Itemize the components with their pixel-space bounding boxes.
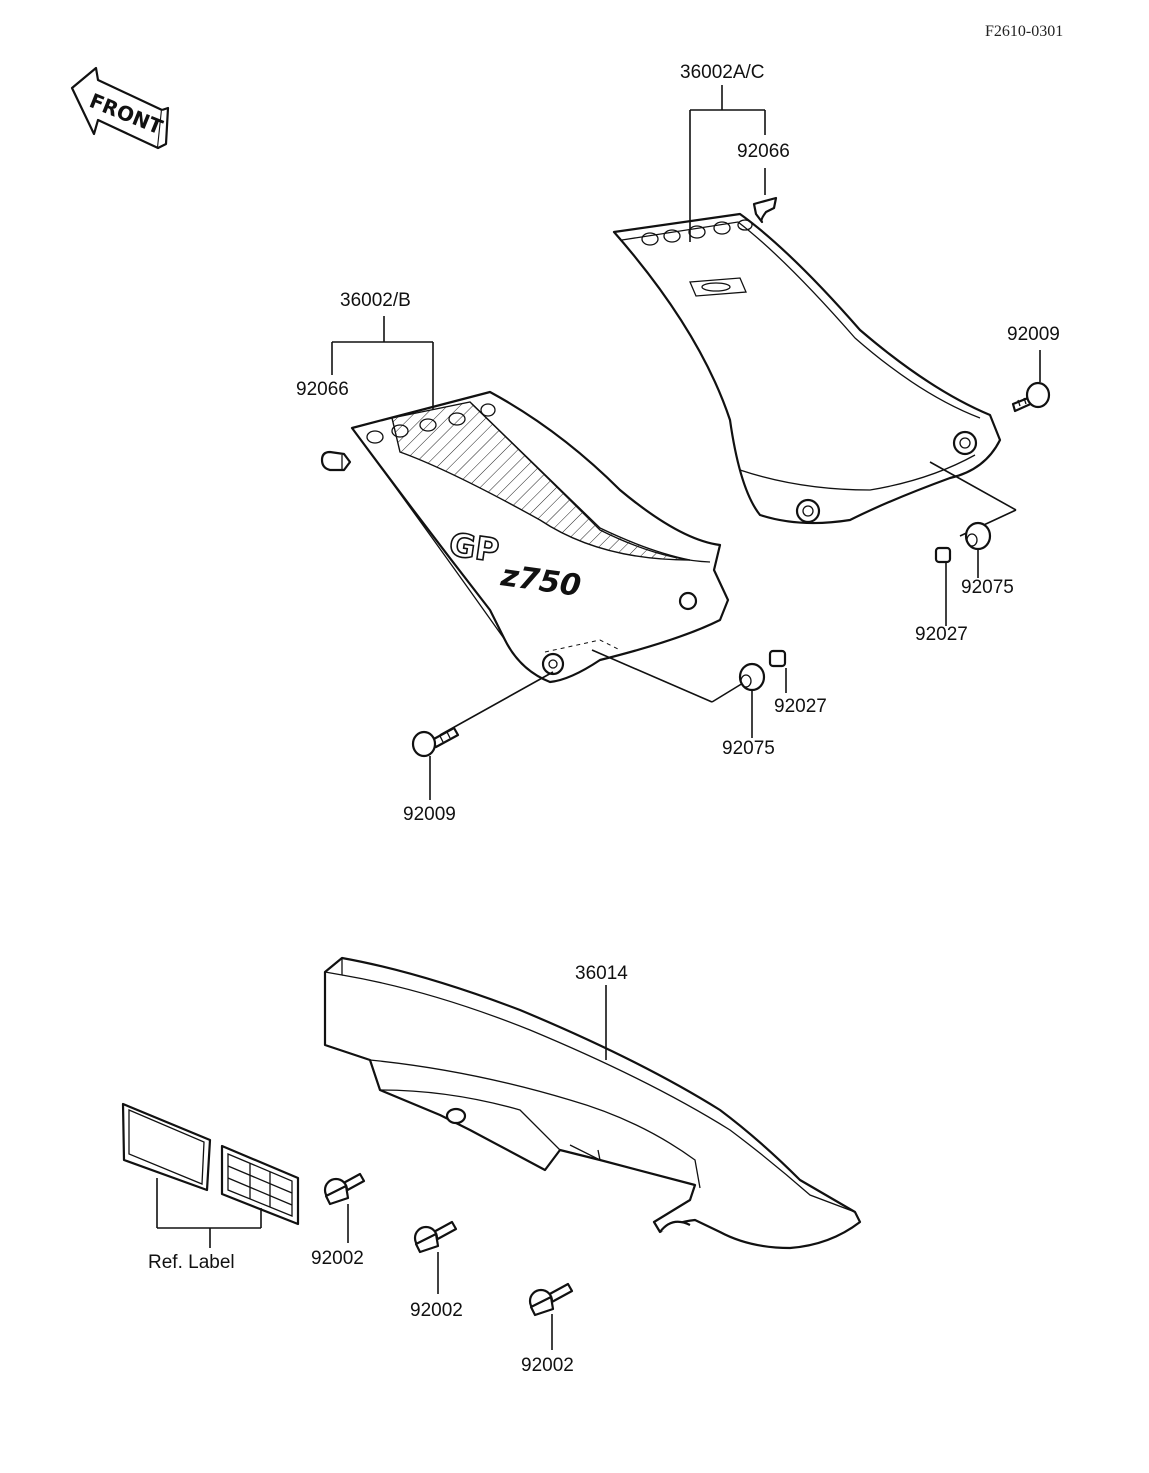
bolt-92002-c-icon xyxy=(528,1282,574,1317)
ref-label-plain-icon xyxy=(121,1102,212,1192)
bolt-92002-b-icon xyxy=(413,1220,458,1254)
label-92066-left: 92066 xyxy=(296,379,349,400)
bolt-92009-right-icon xyxy=(1011,381,1051,413)
bracket-36002ac xyxy=(689,85,766,242)
clip-92066-top-icon xyxy=(752,196,778,224)
label-92027-right: 92027 xyxy=(915,624,968,645)
left-side-cover: GP z750 xyxy=(350,390,730,684)
front-arrow-icon: FRONT xyxy=(70,66,170,150)
bracket-ref-label xyxy=(156,1178,262,1248)
grommet-92075-left-icon xyxy=(738,662,766,692)
label-36002ac: 36002A/C xyxy=(680,62,765,83)
collar-92027-right-icon xyxy=(934,546,952,564)
grommet-92075-right-icon xyxy=(964,521,992,551)
label-92009-left: 92009 xyxy=(403,804,456,825)
label-92066-top: 92066 xyxy=(737,141,790,162)
label-92002-c: 92002 xyxy=(521,1355,574,1376)
label-92027-left: 92027 xyxy=(774,696,827,717)
label-36002b: 36002/B xyxy=(340,290,411,311)
label-92002-b: 92002 xyxy=(410,1300,463,1321)
label-92075-left: 92075 xyxy=(722,738,775,759)
bracket-36002b xyxy=(331,316,434,410)
clip-92066-left-icon xyxy=(320,450,352,472)
label-92002-a: 92002 xyxy=(311,1248,364,1269)
right-side-cover xyxy=(612,212,1002,525)
label-ref-label: Ref. Label xyxy=(148,1252,235,1273)
logo-gp: GP xyxy=(447,525,502,570)
label-92075-right: 92075 xyxy=(961,577,1014,598)
ref-label-grid-icon xyxy=(220,1144,300,1226)
label-36014: 36014 xyxy=(575,963,628,984)
bolt-92002-a-icon xyxy=(323,1172,366,1206)
bolt-92009-left-icon xyxy=(411,726,460,758)
collar-92027-left-icon xyxy=(768,649,787,668)
label-92009-right: 92009 xyxy=(1007,324,1060,345)
chain-cover xyxy=(323,956,862,1250)
drawing-code: F2610-0301 xyxy=(985,23,1063,40)
